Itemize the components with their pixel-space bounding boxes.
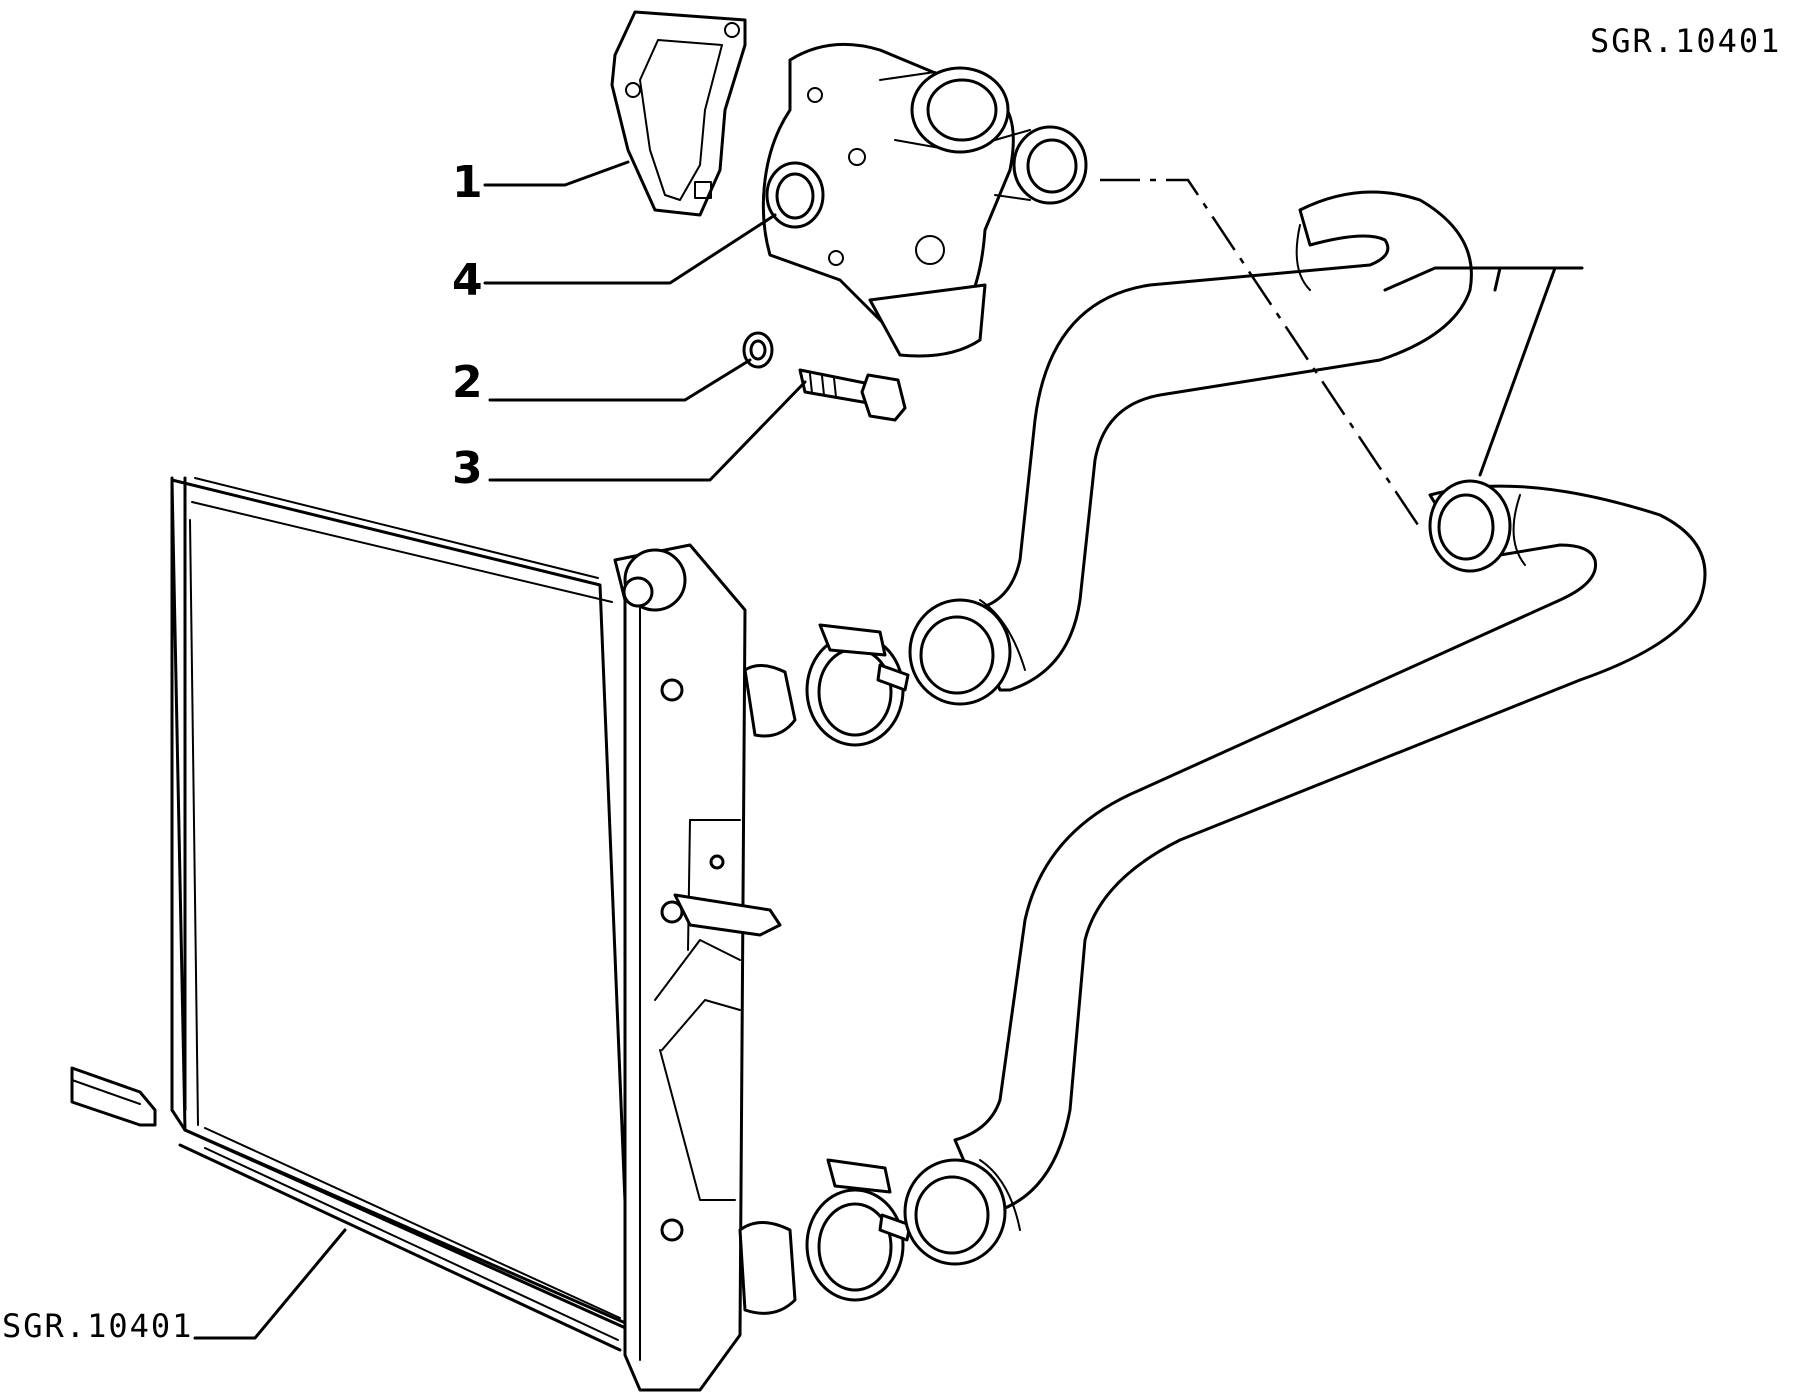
callout-2: 2 xyxy=(452,357,483,408)
lower-hose-clamp-icon xyxy=(805,1158,912,1302)
radiator-reference-leader xyxy=(193,1228,347,1340)
tank-bolt-icon xyxy=(660,678,684,702)
radiator-upper-outlet xyxy=(743,664,797,738)
upper-radiator-hose xyxy=(908,190,1473,706)
assembly-centerline xyxy=(1100,178,1422,529)
radiator-cap-icon xyxy=(622,548,687,612)
hose-reference-label: SGR.10401 xyxy=(1590,22,1781,60)
radiator-lower-bracket xyxy=(70,1066,157,1127)
callout-3: 3 xyxy=(452,443,483,494)
tank-bolt-icon xyxy=(660,1218,684,1242)
washer-icon xyxy=(742,331,774,369)
hose-reference-leader xyxy=(1383,266,1584,477)
callout-leader-3 xyxy=(488,380,807,482)
tank-bolt-icon xyxy=(709,854,725,870)
callout-leader-1 xyxy=(483,160,630,187)
radiator-lower-outlet xyxy=(738,1221,797,1315)
radiator-mid-bracket xyxy=(673,893,782,937)
callout-1: 1 xyxy=(452,157,483,208)
callout-4: 4 xyxy=(452,255,483,306)
gasket-icon xyxy=(610,10,747,217)
radiator-reference-label: SGR.10401 xyxy=(2,1307,193,1345)
bolt-icon xyxy=(798,368,907,422)
upper-hose-clamp-icon xyxy=(805,623,910,747)
radiator xyxy=(70,476,797,1392)
callout-leader-4 xyxy=(483,213,777,285)
thermostat-housing-icon xyxy=(761,42,1088,358)
radiator-core xyxy=(170,478,632,1327)
callout-leader-2 xyxy=(488,358,752,402)
lower-radiator-hose xyxy=(903,479,1707,1266)
